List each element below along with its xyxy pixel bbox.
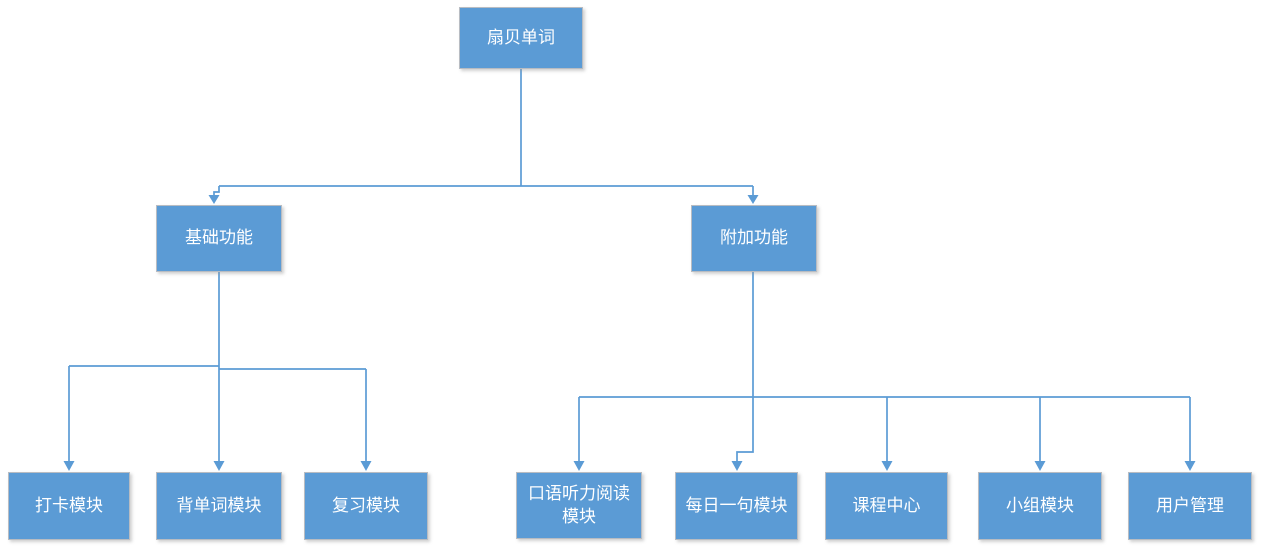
arrowhead-review [360, 461, 372, 471]
arrowhead-checkin [63, 461, 75, 471]
node-additional-functions: 附加功能 [691, 205, 817, 272]
node-additional-functions-label: 附加功能 [720, 228, 788, 249]
arrowhead-oral [573, 461, 585, 471]
node-user-management: 用户管理 [1128, 472, 1252, 540]
node-oral-listening-reading-module: 口语听力阅读模块 [516, 472, 642, 539]
node-group-module-label: 小组模块 [1006, 495, 1074, 516]
arrowhead-basic [208, 195, 220, 204]
node-basic-functions-label: 基础功能 [185, 228, 253, 249]
edge-addon-stem [736, 272, 754, 461]
arrowhead-daily [731, 461, 743, 471]
node-daily-sentence-module: 每日一句模块 [675, 472, 798, 540]
node-daily-sentence-module-label: 每日一句模块 [685, 495, 788, 516]
arrowhead-course [881, 461, 893, 471]
node-group-module: 小组模块 [978, 472, 1102, 540]
arrowhead-addon [747, 195, 759, 204]
node-checkin-module: 打卡模块 [8, 472, 130, 540]
node-course-center: 课程中心 [825, 472, 948, 540]
node-oral-listening-reading-module-label: 口语听力阅读模块 [528, 484, 630, 527]
node-root: 扇贝单词 [459, 7, 583, 69]
node-basic-functions: 基础功能 [156, 205, 282, 272]
node-memorize-words-module: 背单词模块 [156, 472, 282, 540]
node-memorize-words-module-label: 背单词模块 [176, 495, 262, 516]
arrowhead-group [1034, 461, 1046, 471]
node-course-center-label: 课程中心 [852, 495, 921, 516]
node-review-module: 复习模块 [304, 472, 428, 540]
edge-drop-basic [213, 186, 220, 195]
arrowhead-user [1184, 461, 1196, 471]
arrowhead-memorize [213, 461, 225, 471]
node-root-label: 扇贝单词 [487, 27, 555, 48]
node-review-module-label: 复习模块 [332, 495, 400, 516]
node-checkin-module-label: 打卡模块 [35, 495, 103, 516]
node-user-management-label: 用户管理 [1156, 495, 1224, 516]
